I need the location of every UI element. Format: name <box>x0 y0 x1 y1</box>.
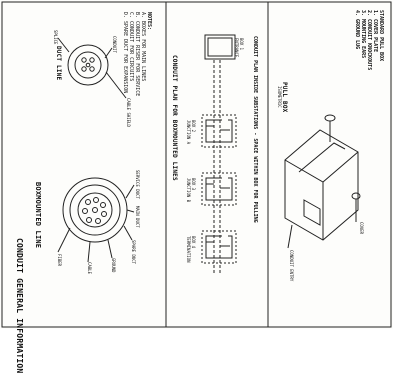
left-legend: NOTES: A. BOXES FOR MAIN LINES B. CONDUI… <box>122 12 152 96</box>
boxmounted-line-label: BOXMOUNTED LINE <box>34 182 42 249</box>
box-description: JUNCTION B <box>186 178 191 203</box>
pull-box-subtitle: ISOMETRIC <box>277 86 282 108</box>
legend-line: D. SPARE DUCT FOR EXPANSION <box>122 12 128 94</box>
callout-small: CONDUIT <box>112 36 117 53</box>
box-number: BOX 1 <box>239 38 244 51</box>
plan-box-label: BOX 2 JUNCTION A <box>186 120 196 144</box>
callout-small: CABLE SHIELD <box>126 98 131 127</box>
pull-box-title: PULL BOX <box>281 82 288 113</box>
note-line: STANDARD PULL BOX <box>378 10 384 62</box>
middle-panel-title: CONDUIT PLAN FOR BOXMOUNTED LINES <box>171 55 178 181</box>
duct-line-label: DUCT LINE <box>55 46 62 81</box>
sheet-border <box>1 1 392 328</box>
pull-box-callout: CONDUIT ENTRY <box>289 250 294 282</box>
legend-line: A. BOXES FOR MAIN LINES <box>140 12 146 82</box>
legend-line: B. CONDUIT RISER FOR SERVICE <box>134 12 140 97</box>
note-line: 2. CONDUIT KNOCKOUTS <box>366 10 372 71</box>
box-description: JUNCTION A <box>186 120 191 145</box>
box-description: ENTRANCE <box>234 38 239 58</box>
pull-box-callout: COVER <box>359 222 364 235</box>
box-number: BOX 4 <box>191 236 196 249</box>
middle-panel-subtitle: CONDUIT PLAN INSIDE SUBSTATIONS - SPACE … <box>252 36 258 223</box>
pull-box-notes: STANDARD PULL BOX 1. COVER PLATE 2. COND… <box>354 10 384 70</box>
plan-box-label: BOX 1 ENTRANCE <box>234 38 244 57</box>
conduit-plan-diagram <box>201 34 237 275</box>
plan-box-label: BOX 4 TERMINATION <box>186 236 196 263</box>
callout-large: SPARE DUCT <box>131 240 136 265</box>
note-line: 4. GROUND LUG <box>354 10 360 50</box>
callout-large: GROUND <box>111 258 116 273</box>
callout-large: MAIN DUCT <box>135 206 140 228</box>
callout-small: SPLICE <box>53 30 58 45</box>
box-description: TERMINATION <box>186 236 191 263</box>
callout-large: FIBER <box>57 254 62 267</box>
legend-heading: NOTES: <box>146 12 152 31</box>
callout-large: SERVICE DUCT <box>135 170 140 199</box>
box-number: BOX 2 <box>191 120 196 133</box>
diagram-artwork <box>1 1 392 328</box>
boxmounted-line-diagram <box>57 177 135 263</box>
plan-box-label: BOX 3 JUNCTION B <box>186 178 196 202</box>
box-number: BOX 3 <box>191 178 196 191</box>
pull-box-diagram <box>284 114 361 249</box>
duct-line-diagram <box>57 37 127 99</box>
callout-large: CABLE <box>87 262 92 275</box>
left-panel-title: CONDUIT GENERAL INFORMATION <box>15 238 24 373</box>
